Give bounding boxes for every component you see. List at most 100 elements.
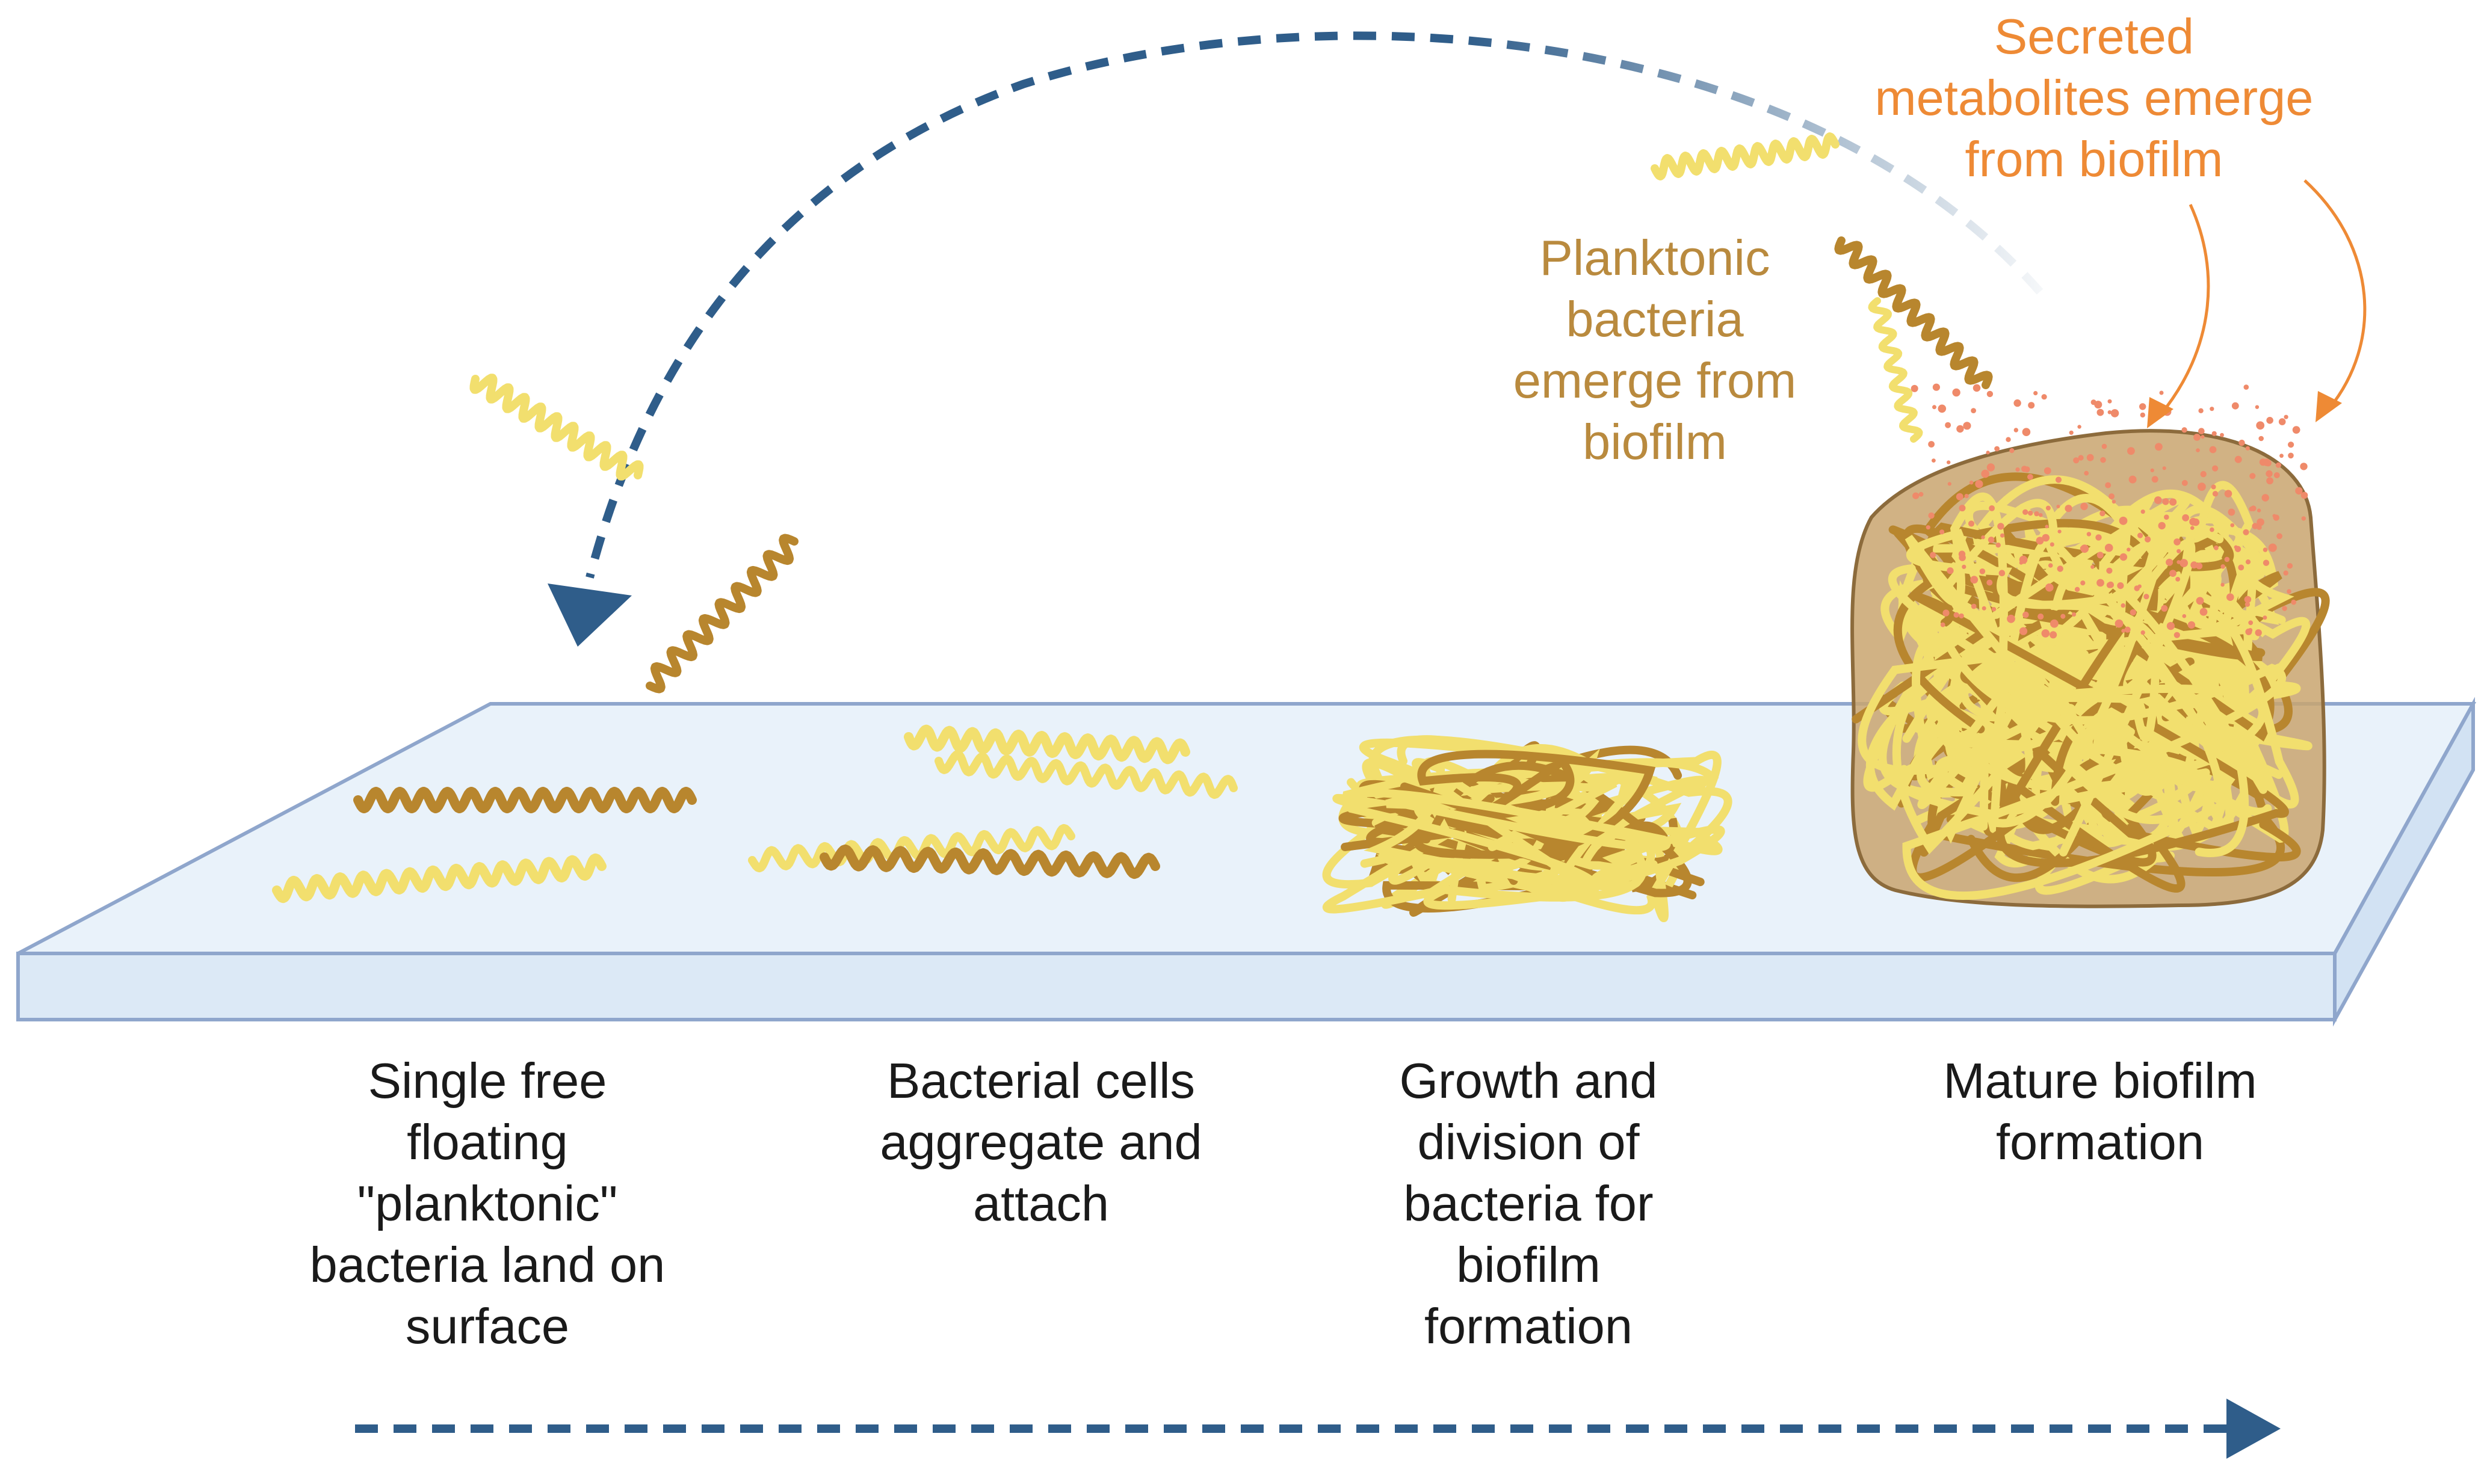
metabolite-dot	[2288, 442, 2294, 448]
return-arc-arrow	[585, 31, 2044, 579]
metabolite-dot	[2121, 629, 2125, 633]
metabolite-dot	[1952, 388, 1960, 397]
metabolite-dot	[1986, 390, 1994, 398]
metabolite-dot	[2214, 545, 2219, 550]
metabolite-dot	[2060, 614, 2066, 619]
metabolite-dot	[2210, 407, 2214, 411]
metabolite-dot	[2166, 622, 2175, 630]
metabolite-dot	[2028, 402, 2035, 409]
metabolite-dot	[2137, 532, 2143, 538]
metabolite-dot	[2226, 593, 2234, 601]
metabolite-dot	[1930, 552, 1936, 558]
metabolite-dot	[2127, 447, 2135, 455]
metabolite-dot	[1945, 422, 1951, 428]
metabolite-dot	[1973, 384, 1981, 392]
metabolite-dot	[2187, 621, 2196, 629]
metabolite-dot	[2231, 402, 2239, 410]
metabolite-dot	[2134, 585, 2140, 591]
metabolite-dot	[2220, 433, 2224, 437]
metabolite-dot	[2105, 482, 2112, 488]
metabolite-dot	[2057, 565, 2063, 572]
metabolite-dot	[1947, 482, 1951, 486]
metabolite-dot	[2074, 587, 2080, 592]
metabolite-dot	[2071, 612, 2077, 617]
metabolite-dot	[2140, 510, 2145, 514]
metabolite-dot	[2055, 476, 2062, 483]
metabolite-dot	[2173, 632, 2180, 638]
bacterium	[935, 750, 1238, 799]
metabolite-dot	[2190, 561, 2198, 569]
metabolite-dot	[1932, 383, 1940, 391]
bacterium	[1651, 132, 1840, 180]
metabolite-dot	[2180, 559, 2189, 567]
metabolite-dot	[2013, 399, 2021, 407]
metabolite-dot	[1963, 422, 1971, 430]
metabolite-dot	[2196, 597, 2204, 605]
metabolite-dot	[1912, 492, 1920, 499]
metabolite-dot	[2112, 499, 2116, 504]
metabolite-dot	[2110, 409, 2119, 417]
metabolite-dot	[2201, 435, 2205, 439]
metabolite-dot	[1911, 384, 1918, 392]
metabolite-dot	[1969, 480, 1974, 485]
metabolite-dot	[2275, 462, 2281, 468]
bacteria-tangle-strand	[1906, 538, 2260, 834]
metabolite-dot	[2154, 496, 2162, 504]
metabolite-dot	[2000, 533, 2005, 538]
metabolite-dot	[2121, 603, 2125, 608]
metabolite-dot	[2006, 437, 2011, 442]
metabolite-dot	[2050, 631, 2057, 639]
metabolite-dot	[2220, 564, 2225, 569]
metabolite-dot	[2039, 513, 2043, 517]
metabolite-dot	[2255, 629, 2262, 636]
metabolite-dot	[2096, 408, 2104, 416]
metabolite-dot	[2234, 455, 2242, 463]
metabolite-dot	[2143, 594, 2149, 600]
metabolite-pointer-head-2	[2316, 391, 2342, 422]
metabolite-dot	[1971, 603, 1977, 609]
metabolite-dot	[2175, 577, 2181, 582]
metabolite-dot	[2034, 511, 2039, 517]
metabolite-dot	[2287, 563, 2293, 569]
metabolite-dot	[1982, 606, 1986, 611]
metabolite-dot	[2295, 487, 2303, 495]
metabolite-dot	[2022, 509, 2028, 515]
metabolite-dot	[2095, 534, 2102, 541]
metabolite-dot	[2009, 448, 2015, 454]
bacterium	[748, 824, 1075, 873]
metabolite-dot	[2210, 527, 2214, 532]
metabolite-dot	[2124, 626, 2131, 633]
metabolite-dot	[2050, 619, 2059, 628]
stage-3-label: Growth and division of bacteria for biof…	[1399, 1053, 1658, 1354]
metabolite-dot	[2212, 465, 2219, 472]
metabolite-dot	[2073, 457, 2080, 464]
metabolite-dot	[2284, 414, 2288, 419]
metabolite-dot	[2022, 428, 2031, 436]
metabolite-dot	[2037, 613, 2044, 620]
slab-front	[16, 952, 2337, 1021]
metabolite-dot	[2278, 418, 2286, 425]
metabolite-dot	[2007, 614, 2015, 623]
metabolite-dot	[2198, 408, 2204, 413]
bacteria-tangle-strand	[1400, 750, 1656, 857]
metabolite-dot	[2166, 558, 2173, 566]
metabolite-dot	[2036, 537, 2044, 545]
metabolite-dot	[2255, 405, 2260, 409]
metabolite-dot	[2301, 516, 2306, 521]
metabolite-dot	[2042, 534, 2050, 542]
metabolite-dot	[2273, 514, 2279, 521]
metabolite-dot	[2181, 427, 2187, 433]
metabolite-dot	[2140, 630, 2145, 635]
metabolite-dot	[1991, 607, 1997, 612]
bacteria-tangle-strand	[2024, 566, 2267, 857]
metabolite-dot	[2162, 498, 2169, 505]
metabolite-dot	[2069, 430, 2074, 435]
metabolite-dot	[2224, 490, 2232, 497]
metabolite-dot	[1940, 622, 1945, 627]
metabolite-dot	[2158, 522, 2166, 530]
metabolite-dot	[2033, 391, 2038, 396]
metabolite-dot	[2292, 426, 2300, 434]
metabolite-dot	[2261, 494, 2269, 502]
metabolite-dot	[2106, 567, 2113, 574]
metabolite-dot	[2050, 542, 2054, 547]
